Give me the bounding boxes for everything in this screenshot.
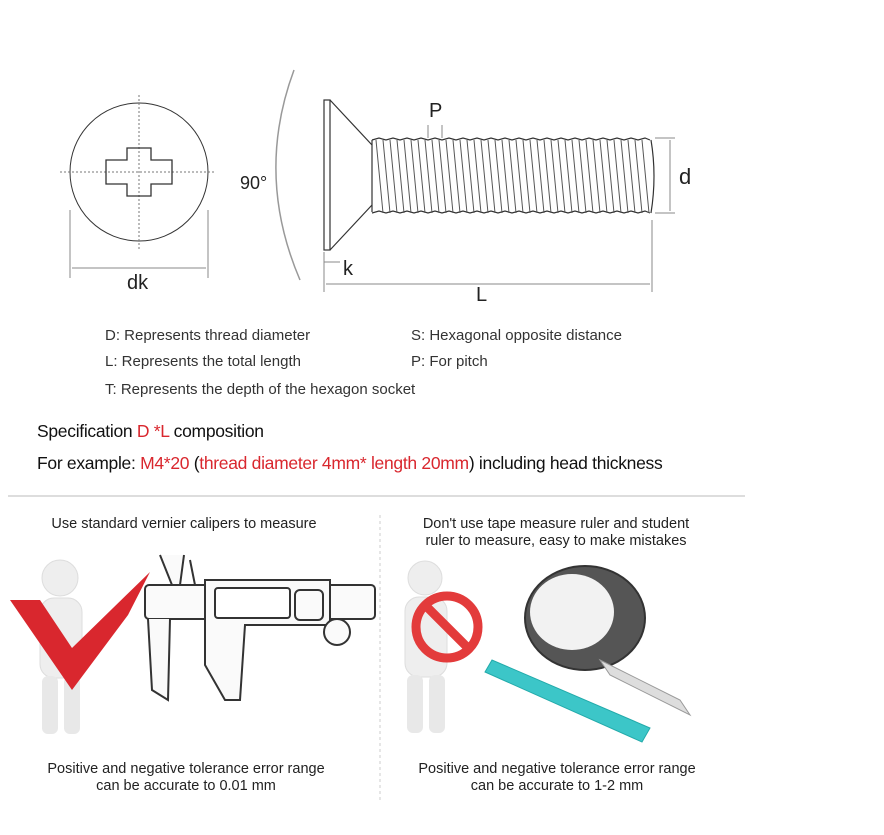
ruler-illustration <box>484 659 651 743</box>
legend-p: P: For pitch <box>411 353 488 370</box>
left-caption-line1: Positive and negative tolerance error ra… <box>47 761 325 777</box>
right-title-line1: Don't use tape measure ruler and student <box>422 516 690 532</box>
person-with-checkmark-illustration <box>10 559 150 734</box>
legend-t: T: Represents the depth of the hexagon s… <box>105 381 416 398</box>
right-caption-line2: can be accurate to 1-2 mm <box>470 778 644 794</box>
right-panel-title: Don't use tape measure ruler and student… <box>386 516 726 550</box>
example-code: M4*20 <box>140 453 190 473</box>
pitch-label: P <box>429 100 443 122</box>
example-suffix: ) including head thickness <box>468 453 663 473</box>
example-open: ( <box>189 453 200 473</box>
vernier-caliper-illustration <box>144 554 376 702</box>
screw-head-top-view <box>60 95 215 278</box>
left-caption-line2: can be accurate to 0.01 mm <box>96 778 276 794</box>
right-panel-caption: Positive and negative tolerance error ra… <box>386 761 728 795</box>
right-caption-line1: Positive and negative tolerance error ra… <box>418 761 696 777</box>
diameter-label: d <box>679 164 692 189</box>
right-title-line2: ruler to measure, easy to make mistakes <box>425 533 687 549</box>
length-label: L <box>476 284 488 306</box>
angle-label: 90° <box>240 173 268 193</box>
left-panel-caption: Positive and negative tolerance error ra… <box>8 761 364 795</box>
head-thickness-label: k <box>343 258 353 280</box>
screw-side-view <box>275 69 675 292</box>
tape-measure-illustration <box>524 565 692 717</box>
spec-prefix: Specification <box>37 421 137 441</box>
example-line: For example: M4*20 (thread diameter 4mm*… <box>37 453 663 474</box>
checkmark-icon <box>10 572 150 690</box>
prohibited-icon <box>411 591 483 663</box>
example-detail: thread diameter 4mm* length 20mm <box>199 453 469 473</box>
spec-formula: D *L <box>136 421 170 441</box>
left-panel-title: Use standard vernier calipers to measure <box>51 516 317 532</box>
legend-d: D: Represents thread diameter <box>105 327 311 344</box>
legend-s: S: Hexagonal opposite distance <box>411 327 622 344</box>
specification-line: Specification D *L composition <box>37 421 264 442</box>
legend-l: L: Represents the total length <box>105 353 301 370</box>
example-prefix: For example: <box>37 453 141 473</box>
head-diameter-label: dk <box>127 272 149 294</box>
person-with-prohibition-illustration <box>404 560 483 733</box>
spec-suffix: composition <box>169 421 264 441</box>
